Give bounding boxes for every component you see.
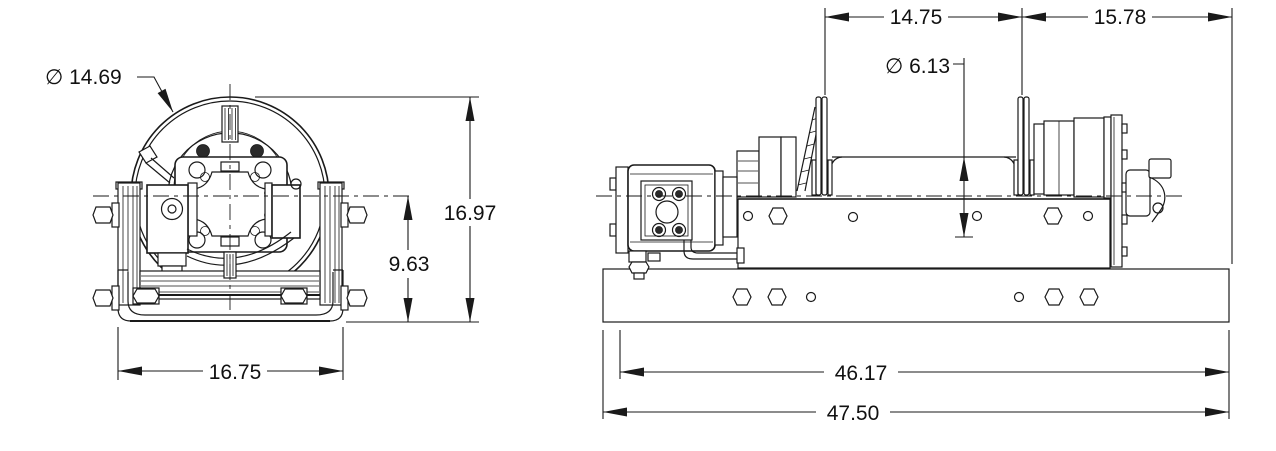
- centerlines-front: [93, 84, 414, 312]
- dim-drum-diameter: ∅ 14.69: [45, 66, 174, 113]
- dim-label-barrel-diameter: ∅ 6.13: [885, 55, 950, 78]
- frame-uprights: [115, 181, 345, 306]
- dim-label-drum-diameter: ∅ 14.69: [45, 66, 122, 89]
- dim-label-frame-length: 46.17: [835, 362, 888, 385]
- front-view: ∅ 14.69 16.97 9.63 16.75: [45, 66, 496, 384]
- dim-label-base-width: 16.75: [209, 361, 262, 384]
- dim-centerline-height: 9.63: [389, 196, 430, 322]
- dim-label-centerline-height: 9.63: [389, 253, 430, 276]
- dim-frame-length: 46.17: [619, 330, 1229, 385]
- dim-base-width: 16.75: [117, 327, 344, 384]
- dim-barrel-diameter: ∅ 6.13: [885, 55, 973, 238]
- dim-label-clutch-section: 15.78: [1094, 6, 1147, 29]
- dim-drum-section: 14.75: [824, 6, 1023, 95]
- dim-clutch-section: 15.78: [1022, 6, 1233, 264]
- clutch-housing: [1033, 114, 1172, 268]
- drum-assembly: [736, 96, 1035, 198]
- dim-overall-height: 16.97: [255, 96, 497, 323]
- motor-piping: [628, 240, 745, 280]
- dim-overall-length: 47.50: [602, 330, 1230, 425]
- dim-label-drum-section: 14.75: [890, 6, 943, 29]
- freespool-lever: [1125, 158, 1172, 223]
- right-bracket: [264, 178, 302, 239]
- side-view: 14.75 15.78 ∅ 6.13 46.17: [596, 6, 1233, 425]
- hydraulic-motor: [609, 164, 745, 280]
- winch-frame: [737, 198, 1111, 269]
- base-plate: [602, 268, 1230, 323]
- dim-label-overall-height: 16.97: [444, 202, 497, 225]
- dim-label-overall-length: 47.50: [827, 402, 880, 425]
